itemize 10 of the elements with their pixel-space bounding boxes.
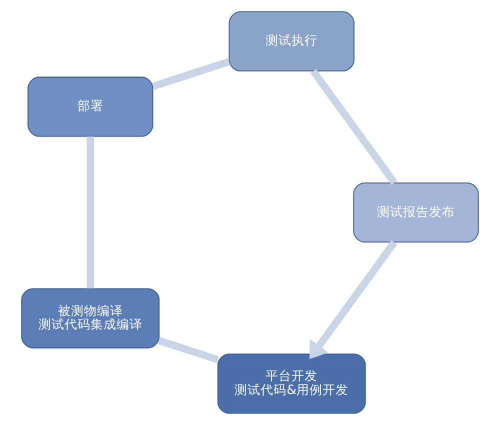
node-box: 部署 <box>27 76 153 137</box>
connector <box>86 136 94 288</box>
connector <box>158 337 218 364</box>
arrow <box>309 240 397 360</box>
node-box: 测试执行 <box>228 11 354 72</box>
node-box: 测试报告发布 <box>352 182 478 243</box>
connector <box>151 58 230 90</box>
node-box: 被测物编译 测试代码集成编译 <box>20 288 160 348</box>
connector <box>310 69 397 185</box>
node-box: 平台开发 测试代码&用例开发 <box>216 354 366 414</box>
